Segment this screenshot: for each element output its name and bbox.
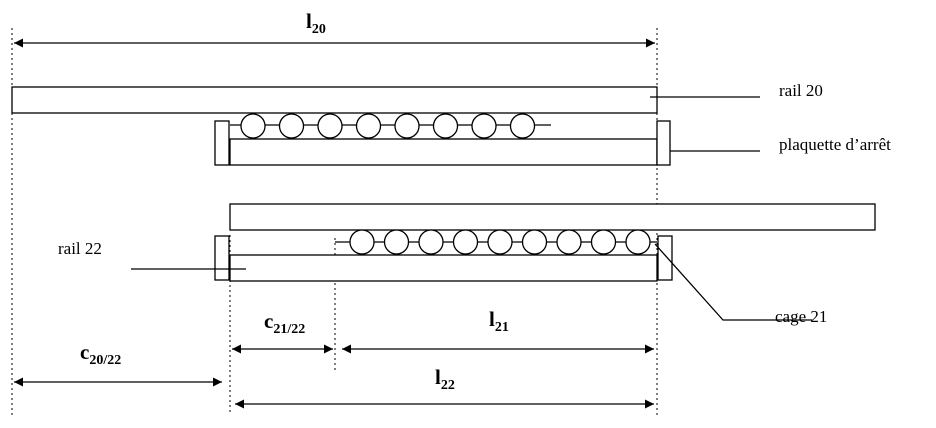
label-l21: l21 bbox=[489, 307, 509, 335]
lower-ball-8 bbox=[590, 229, 617, 255]
lower-ball-3 bbox=[418, 229, 444, 255]
label-c21-22: c21/22 bbox=[264, 309, 305, 337]
label-plaquette-darret: plaquette d’arrêt bbox=[779, 135, 891, 154]
upper-bottom-rail bbox=[229, 138, 658, 166]
lower-ball-6 bbox=[521, 229, 548, 255]
leader-cage-21 bbox=[654, 243, 812, 321]
label-rail-22: rail 22 bbox=[58, 239, 102, 258]
upper-ball-4 bbox=[355, 113, 382, 139]
label-c20-22: c20/22 bbox=[80, 340, 121, 368]
upper-ball-2 bbox=[278, 113, 305, 139]
upper-ball-8 bbox=[509, 113, 536, 139]
label-l20: l20 bbox=[306, 9, 326, 37]
label-cage-21: cage 21 bbox=[775, 307, 827, 326]
upper-cage-balls bbox=[240, 113, 536, 139]
rail-20 bbox=[11, 86, 658, 114]
lower-ball-1 bbox=[349, 229, 375, 255]
lower-ball-7 bbox=[556, 229, 582, 255]
lower-ball-9 bbox=[625, 229, 651, 255]
stop-plate-upper-right bbox=[656, 120, 671, 166]
label-rail-20: rail 20 bbox=[779, 81, 823, 100]
upper-ball-7 bbox=[471, 113, 497, 139]
stop-plate-lower-right bbox=[657, 235, 673, 281]
lower-top-rail bbox=[229, 203, 876, 231]
upper-ball-1 bbox=[240, 113, 266, 139]
label-l22: l22 bbox=[435, 365, 455, 393]
upper-ball-5 bbox=[394, 113, 420, 139]
lower-ball-4 bbox=[452, 229, 479, 255]
rail-22 bbox=[229, 254, 658, 282]
stop-plate-upper-left bbox=[214, 120, 230, 166]
upper-ball-6 bbox=[432, 113, 459, 139]
upper-ball-3 bbox=[317, 113, 343, 139]
lower-ball-2 bbox=[383, 229, 410, 255]
stop-plate-lower-left bbox=[214, 235, 230, 281]
lower-ball-5 bbox=[487, 229, 513, 255]
lower-cage-balls bbox=[349, 229, 651, 255]
